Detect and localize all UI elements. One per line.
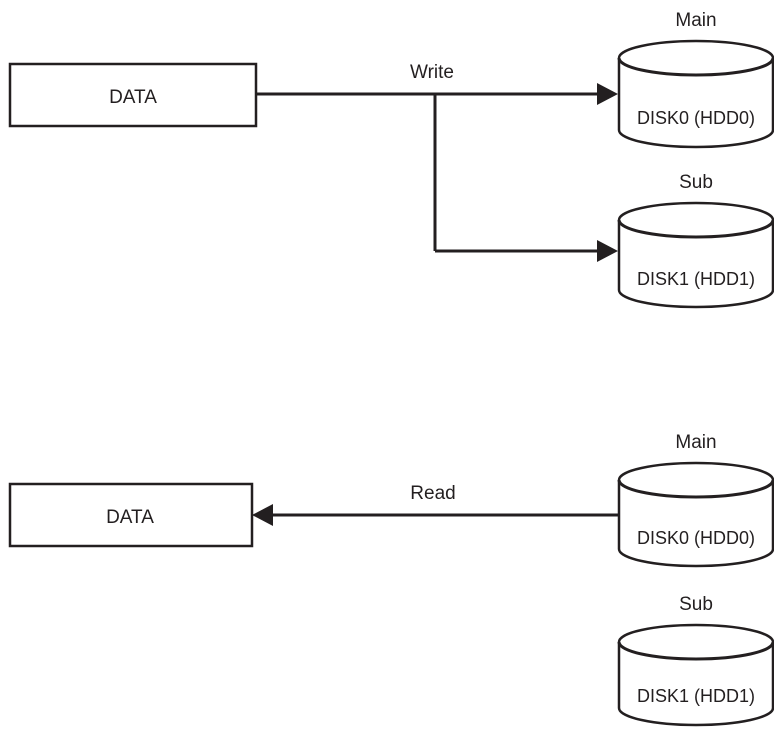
write-sub-disk-icon — [617, 201, 774, 309]
read-data-box: DATA — [8, 482, 254, 548]
read-main-disk-label: DISK0 (HDD0) — [637, 528, 755, 548]
read-data-box-label: DATA — [106, 507, 154, 528]
write-sub-disk-role: Sub — [679, 172, 713, 193]
write-main-disk-label: DISK0 (HDD0) — [637, 108, 755, 128]
write-section: DATA Write Main DISK0 (HDD0) Sub DISK1 (… — [8, 10, 774, 309]
read-main-disk-icon — [617, 461, 774, 568]
write-arrowhead-sub — [597, 240, 618, 262]
read-main-disk-role: Main — [675, 432, 716, 453]
write-connector-lines — [256, 92, 598, 253]
read-sub-disk-icon — [617, 623, 774, 727]
write-main-disk-icon — [617, 39, 774, 149]
write-sub-disk-label: DISK1 (HDD1) — [637, 269, 755, 289]
write-arrow-label: Write — [410, 62, 454, 83]
read-sub-disk-label: DISK1 (HDD1) — [637, 686, 755, 706]
read-section: DATA Read Main DISK0 (HDD0) Sub DISK1 (H… — [8, 432, 774, 727]
write-main-disk-role: Main — [675, 10, 716, 31]
write-arrowhead-main — [597, 83, 618, 105]
write-data-box: DATA — [8, 62, 258, 128]
read-sub-disk-role: Sub — [679, 594, 713, 615]
write-data-box-label: DATA — [109, 87, 157, 108]
read-arrow-label: Read — [410, 483, 455, 504]
read-arrowhead — [252, 504, 273, 526]
